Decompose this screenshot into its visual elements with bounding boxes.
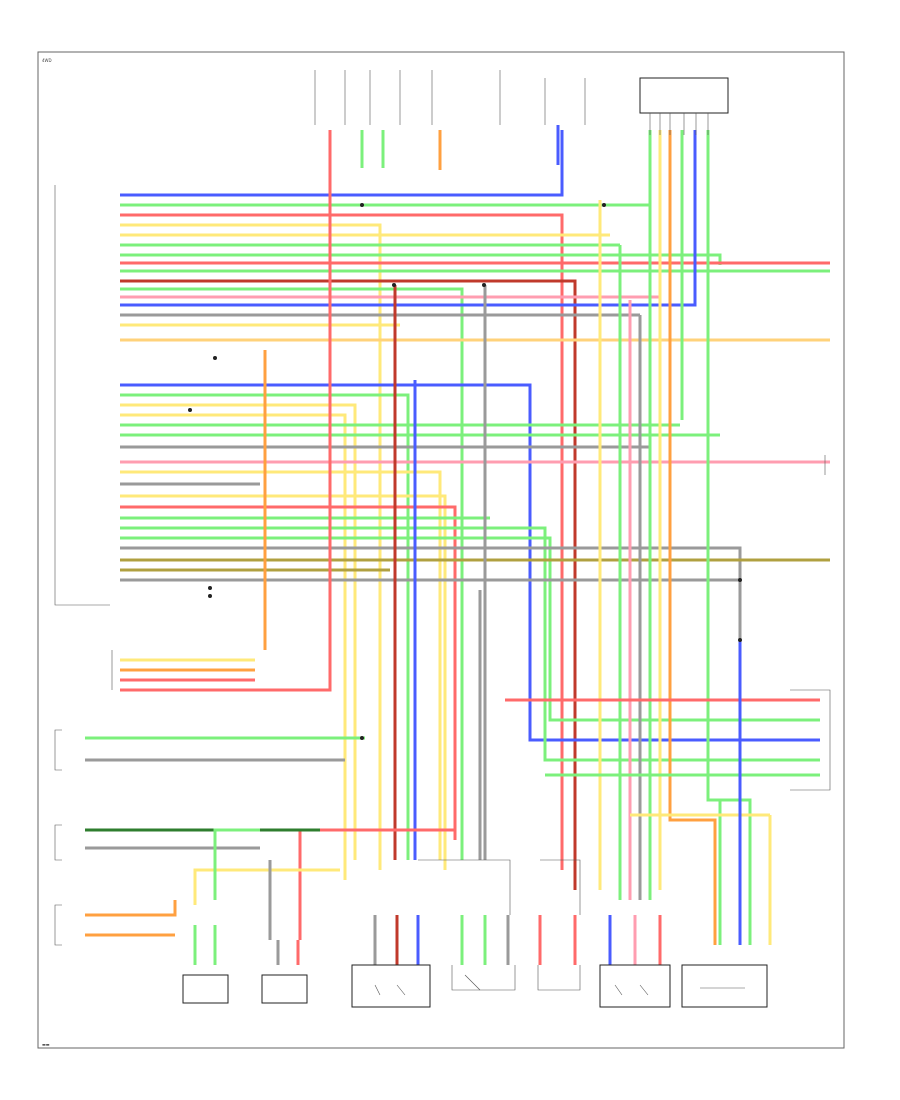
wire (120, 494, 447, 870)
wire (120, 393, 410, 860)
wire-layer (85, 125, 830, 965)
wire (213, 828, 260, 900)
wire (120, 526, 820, 762)
wire (120, 130, 564, 197)
vss-bracket (54, 729, 62, 771)
sensor-box-2 (261, 974, 308, 1004)
splice-dot (392, 283, 396, 287)
tps-bracket (451, 965, 516, 991)
wire (120, 413, 347, 880)
splice-dot (213, 356, 217, 360)
fuse-block-group (314, 70, 729, 135)
wire (706, 130, 752, 945)
wire (120, 546, 742, 640)
corner-label: 4WD (42, 58, 52, 63)
splice-dot (602, 203, 606, 207)
switch-symbol (464, 974, 481, 991)
wire (120, 279, 577, 890)
wire (668, 130, 717, 945)
wire (120, 403, 357, 860)
switch-symbol (374, 984, 406, 996)
linear-solenoid-box (681, 964, 768, 1008)
splice-dot (360, 203, 364, 207)
splice-dot (208, 586, 212, 590)
tcm-box (639, 77, 729, 114)
page-mark: ▬▬ (42, 1042, 50, 1047)
center-junction (418, 859, 581, 915)
wire (120, 165, 332, 692)
tcm-leads (649, 113, 709, 135)
splice-dot (208, 594, 212, 598)
wire (120, 505, 457, 840)
solenoid-box-a (351, 964, 431, 1008)
wire (120, 470, 442, 860)
bottom-components (182, 859, 768, 1008)
wire (120, 383, 820, 742)
solenoid-box-b (599, 964, 671, 1008)
left-sensors (54, 650, 113, 946)
fuse-block (369, 70, 401, 125)
splice-dot (738, 638, 742, 642)
wire (85, 900, 177, 917)
fuse-block (314, 70, 346, 125)
o2-bracket (54, 904, 62, 946)
wire (193, 868, 340, 905)
fuse-block (544, 78, 586, 125)
sensor-box-1 (182, 974, 229, 1004)
wire (120, 213, 564, 870)
splice-dot (188, 408, 192, 412)
switch-symbol (614, 984, 649, 996)
splice-dot (738, 578, 742, 582)
fuse-block (431, 70, 501, 125)
ecm-bracket (54, 185, 110, 606)
diagram-frame (37, 51, 845, 1049)
wire (120, 130, 697, 307)
shift-switch-bracket (790, 689, 831, 791)
crank-bracket (54, 824, 62, 861)
lockup-bracket (537, 965, 581, 991)
splice-dot (360, 736, 364, 740)
wire (120, 536, 820, 722)
wire (120, 287, 464, 860)
pin-marks (188, 203, 742, 740)
splice-dot (482, 283, 486, 287)
wire (120, 223, 382, 870)
